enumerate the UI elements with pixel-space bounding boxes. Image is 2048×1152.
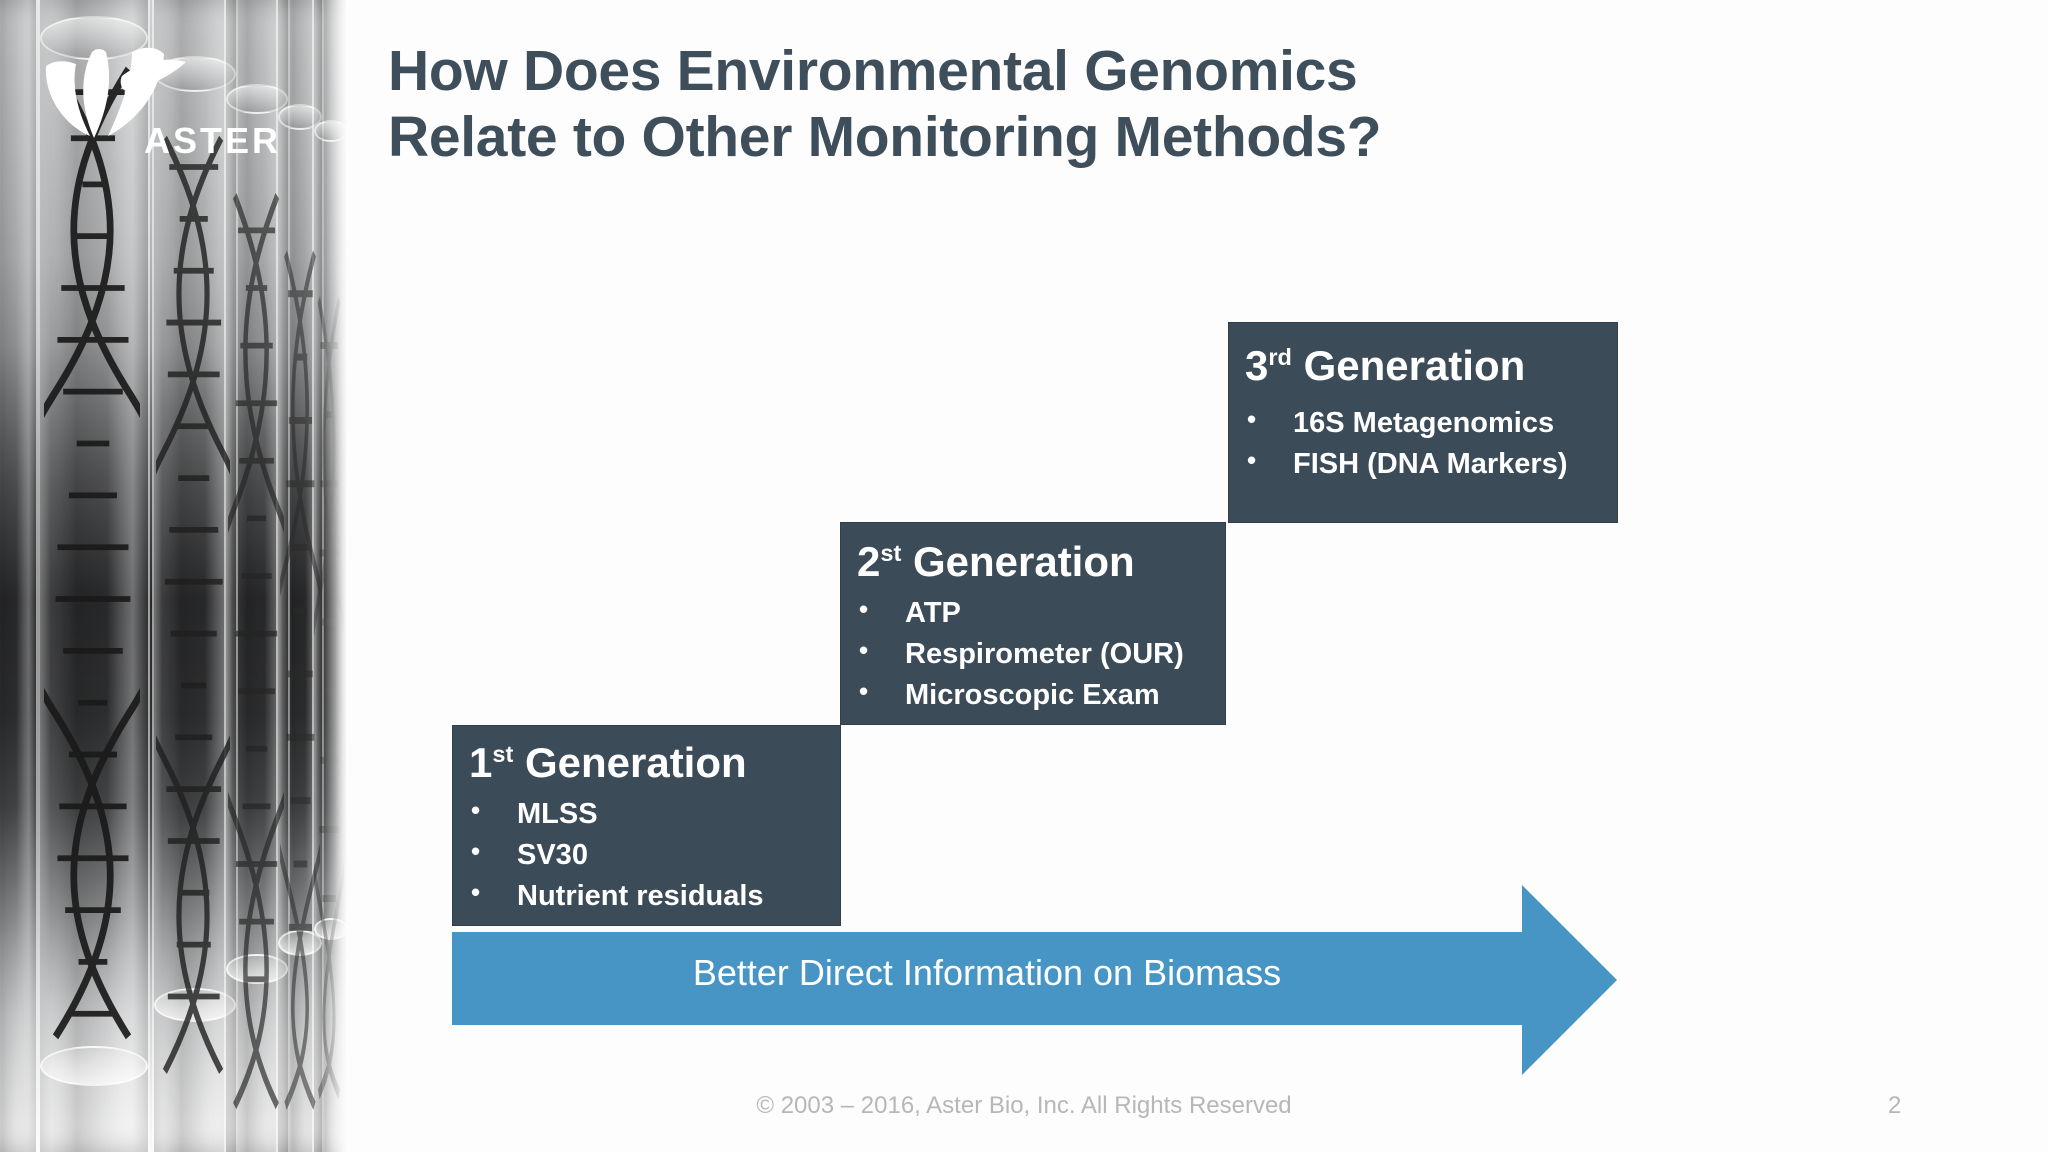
copyright-footer: © 2003 – 2016, Aster Bio, Inc. All Right… bbox=[756, 1092, 1292, 1119]
dna-helix-test-tubes-photo bbox=[0, 0, 347, 1152]
dna-helix-icon bbox=[44, 66, 140, 1040]
photo-edge-fade bbox=[321, 0, 347, 1152]
list-item: SV30 bbox=[453, 833, 840, 876]
generation-box-3-title: 3rd Generation bbox=[1245, 345, 1617, 387]
generation-box-2-number: 2 bbox=[857, 538, 881, 585]
generation-box-2-title: 2st Generation bbox=[857, 541, 1225, 583]
dna-helix-icon bbox=[156, 135, 230, 1074]
list-item: 16S Metagenomics bbox=[1229, 401, 1617, 444]
right-arrow-icon[interactable] bbox=[452, 880, 1622, 1080]
list-item: MLSS bbox=[453, 792, 840, 835]
generation-box-1-number: 1 bbox=[469, 739, 493, 786]
generation-box-3[interactable]: 3rd Generation 16S Metagenomics FISH (DN… bbox=[1228, 322, 1618, 523]
list-item: ATP bbox=[841, 591, 1225, 634]
generation-box-2-bullet-list: ATP Respirometer (OUR) Microscopic Exam bbox=[841, 591, 1225, 717]
list-item: Respirometer (OUR) bbox=[841, 632, 1225, 675]
tube-base bbox=[40, 1046, 148, 1086]
generation-box-1-bullet-list: MLSS SV30 Nutrient residuals bbox=[453, 792, 840, 918]
generation-box-3-number: 3 bbox=[1245, 342, 1269, 389]
generation-box-3-bullet-list: 16S Metagenomics FISH (DNA Markers) bbox=[1229, 401, 1617, 485]
page-number: 2 bbox=[1888, 1092, 1902, 1119]
generation-box-2[interactable]: 2st Generation ATP Respirometer (OUR) Mi… bbox=[840, 522, 1226, 725]
list-item: FISH (DNA Markers) bbox=[1229, 442, 1617, 485]
photo-background bbox=[0, 0, 347, 1152]
generation-box-1[interactable]: 1st Generation MLSS SV30 Nutrient residu… bbox=[452, 725, 841, 926]
list-item: Microscopic Exam bbox=[841, 673, 1225, 716]
dna-helix-icon bbox=[280, 250, 320, 1111]
page-title: How Does Environmental Genomics Relate t… bbox=[388, 38, 1588, 170]
generation-box-1-word: Generation bbox=[524, 739, 747, 786]
list-item: Nutrient residuals bbox=[453, 874, 840, 917]
generation-box-1-title: 1st Generation bbox=[469, 742, 840, 784]
dna-helix-icon bbox=[228, 192, 284, 1110]
generation-box-3-word: Generation bbox=[1303, 342, 1526, 389]
page-title-line-2: Relate to Other Monitoring Methods? bbox=[388, 105, 1382, 170]
page-title-line-1: How Does Environmental Genomics bbox=[388, 39, 1358, 103]
glass-tube bbox=[0, 0, 38, 1152]
generation-box-1-ordinal-suffix: st bbox=[492, 741, 514, 767]
generation-box-2-word: Generation bbox=[912, 538, 1135, 585]
generation-box-2-ordinal-suffix: st bbox=[880, 540, 902, 566]
generation-box-3-ordinal-suffix: rd bbox=[1268, 344, 1292, 370]
glass-tube bbox=[38, 0, 150, 1152]
